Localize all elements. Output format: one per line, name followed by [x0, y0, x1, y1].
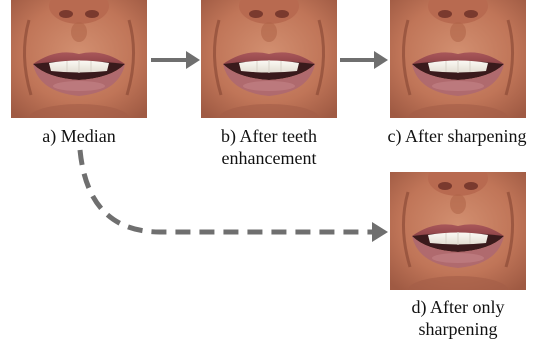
- caption-line: b) After teeth: [221, 126, 317, 146]
- caption-line: d) After only: [411, 297, 505, 317]
- caption-teeth-enhancement: b) After teeth enhancement: [196, 125, 342, 169]
- dashed-arrow-a-to-d: [77, 149, 388, 242]
- caption-median: a) Median: [42, 126, 116, 146]
- arrow-a-to-b: [151, 51, 200, 69]
- caption-line: sharpening: [418, 319, 498, 339]
- caption-only-sharpening: d) After only sharpening: [383, 296, 533, 340]
- caption-line: enhancement: [221, 148, 317, 168]
- arrow-b-to-c: [340, 51, 388, 69]
- caption-after-sharpening: c) After sharpening: [387, 126, 527, 146]
